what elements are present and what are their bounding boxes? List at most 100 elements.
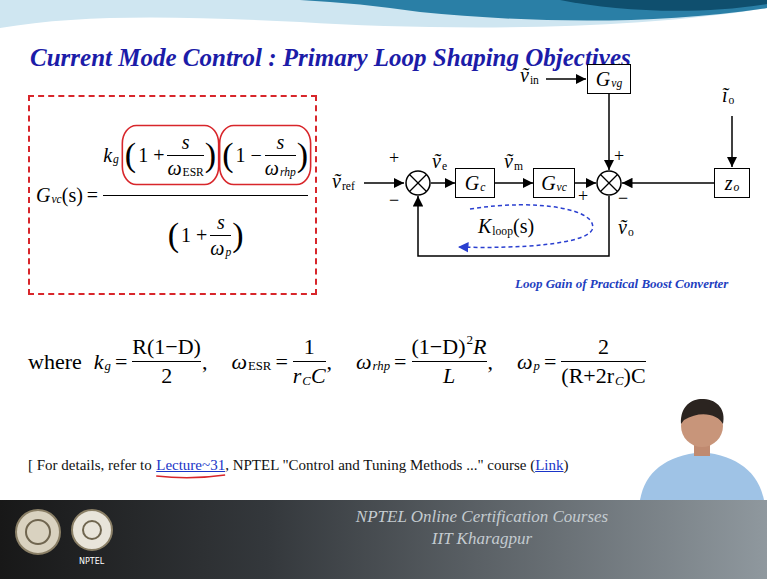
hand-drawn-circle: [122, 126, 218, 185]
equation: Gvc(s)=kg(1 +sωESR)(1 −sωrhp)(1 +sωp): [36, 131, 309, 260]
math-text: (1−D): [412, 334, 466, 360]
header-swoosh: [560, 0, 767, 11]
math-text: ω: [210, 237, 224, 260]
math-text: p: [225, 246, 231, 259]
block-label: vc: [557, 181, 567, 194]
logo: [16, 510, 60, 554]
denominator: (1 +sωp): [168, 197, 244, 260]
math-text: ): [297, 138, 308, 172]
math-text: )C: [624, 363, 646, 389]
math-text: 2: [466, 332, 473, 348]
math-text: C: [302, 374, 311, 389]
math-text: ω: [265, 157, 279, 180]
hand-drawn-circle: [220, 126, 311, 185]
math-text: =: [544, 349, 556, 375]
denominator: ωp: [210, 237, 231, 260]
diagram-caption: Loop Gain of Practical Boost Converter: [515, 276, 728, 291]
math-text: ω: [167, 157, 181, 180]
signal-connector: [608, 94, 610, 170]
signal-label: ṽref: [332, 170, 355, 193]
footer-line: NPTEL Online Certification Courses: [292, 506, 672, 528]
denominator: ωESR: [167, 157, 203, 180]
sign-label: +: [389, 148, 399, 169]
math-text: ω: [517, 349, 533, 375]
fraction: 2 (R+2rC)C: [561, 334, 645, 389]
denominator: 2: [161, 363, 172, 389]
signal-connector: [431, 182, 455, 184]
fraction: 1rCC: [293, 334, 326, 389]
fraction: sωp: [210, 211, 231, 260]
signal-label: ṽm: [504, 150, 523, 173]
math-text: loop: [492, 225, 513, 238]
logo-caption: NPTEL: [79, 557, 104, 566]
numerator: kg(1 +sωESR)(1 −sωrhp): [103, 131, 308, 194]
math-text: ,: [488, 349, 494, 375]
math-text: =: [275, 349, 287, 375]
sign-label: −: [618, 188, 628, 209]
fraction-bar: [132, 361, 201, 362]
math-text: o: [628, 226, 634, 239]
signal-label: ṽe: [432, 150, 447, 173]
math-text: rhp: [373, 359, 390, 374]
note-text: ): [564, 457, 569, 474]
math-text: =: [115, 349, 127, 375]
math-text: vc: [51, 193, 61, 206]
math-text: R: [473, 334, 486, 360]
logo: [26, 520, 50, 544]
math-text: in: [530, 74, 539, 87]
math-text: ω: [356, 349, 372, 375]
presenter-figure: [640, 452, 764, 500]
math-text: (: [125, 138, 136, 172]
signal-wire: [364, 182, 404, 184]
math-text: p: [534, 359, 540, 374]
fraction-bar: [412, 361, 487, 362]
signal-connector: [495, 182, 533, 184]
math-text: ṽ: [332, 170, 341, 193]
logo: [72, 510, 112, 550]
math-text: L: [443, 363, 455, 389]
numerator: s: [276, 131, 284, 154]
math-text: ,: [327, 349, 333, 375]
fraction-bar: [103, 195, 308, 196]
footer-line: IIT Kharagpur: [292, 528, 672, 550]
fraction-bar: [561, 361, 645, 362]
summing-circle: [405, 170, 431, 196]
link-text: Link: [535, 457, 563, 474]
presenter-figure: [681, 399, 724, 424]
loop-gain-label: Kloop(s): [478, 215, 534, 238]
math-text: where: [28, 349, 82, 375]
loop-arrow: [458, 205, 593, 248]
fraction-bar: [167, 155, 203, 156]
numerator: s: [182, 131, 190, 154]
equation-box: Gvc(s)=kg(1 +sωESR)(1 −sωrhp)(1 +sωp): [28, 95, 317, 295]
math-text: ṽ: [618, 216, 627, 239]
math-text: k: [94, 349, 104, 375]
math-text: C: [615, 374, 624, 389]
math-text: 2: [598, 334, 609, 360]
math-text: =: [394, 349, 406, 375]
math-text: ṽ: [504, 150, 513, 173]
header-swoosh: [0, 0, 767, 28]
summing-junction: ++−: [596, 170, 622, 196]
math-text: C: [311, 363, 326, 389]
math-text: (: [222, 138, 233, 172]
block-label: c: [480, 181, 485, 194]
math-text: 1 +: [138, 144, 164, 167]
numerator: (1−D)2R: [412, 334, 487, 360]
math-text: ): [232, 218, 243, 252]
block-label: G: [465, 172, 479, 195]
math-text: (R+2r: [561, 363, 614, 389]
fraction-bar: [293, 361, 326, 362]
math-text: G: [36, 184, 50, 207]
signal-connector: [622, 182, 714, 184]
block-box: Gc: [455, 168, 495, 198]
logo-caption: NPTEL: [79, 557, 104, 566]
math-text: s: [276, 131, 284, 154]
signal-label: ĩo: [722, 84, 734, 107]
math-text: (s): [62, 184, 83, 207]
math-text: rhp: [280, 166, 296, 179]
block-label: o: [734, 181, 740, 194]
block-box: Gvc: [533, 168, 575, 198]
footer-text: NPTEL Online Certification Courses: [356, 507, 608, 526]
